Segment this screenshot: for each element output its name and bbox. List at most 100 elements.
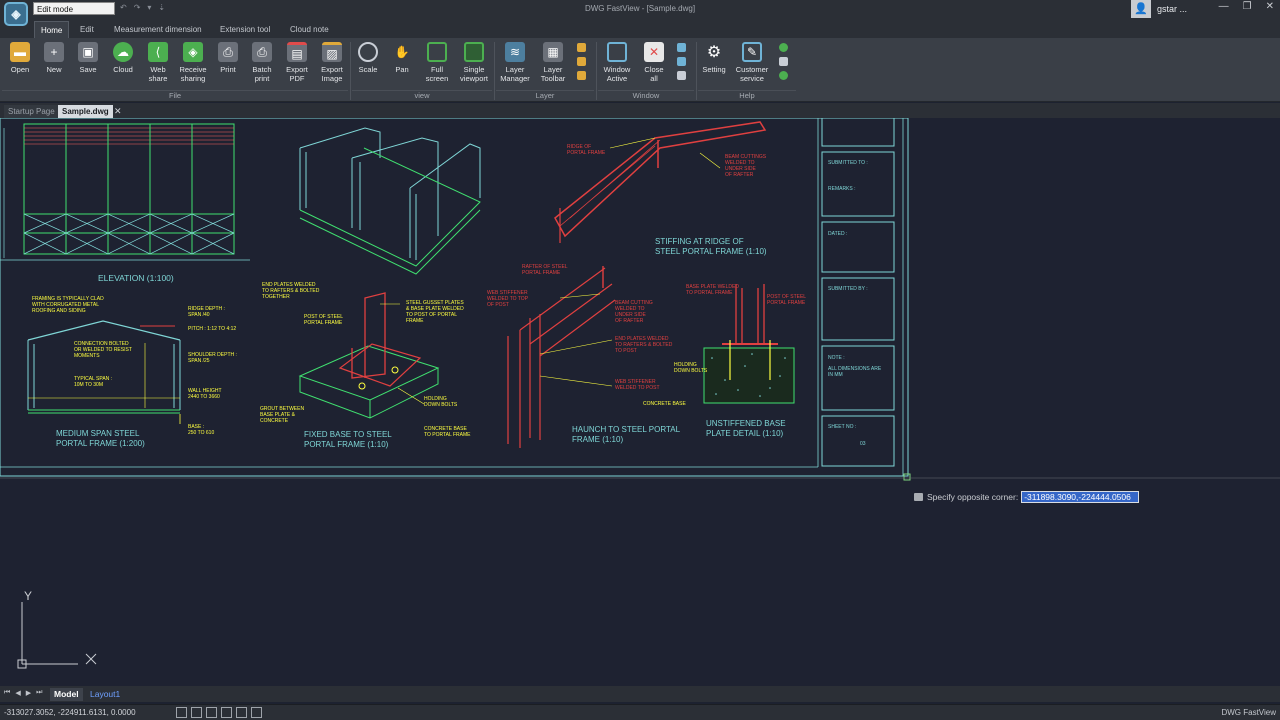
save-button[interactable]: ▣Save <box>70 42 106 74</box>
window-controls: — ❐ ✕ <box>1219 1 1274 12</box>
dropdown-arrow-icon[interactable]: ▾ <box>147 3 152 12</box>
command-icon <box>914 492 923 501</box>
tab-home[interactable]: Home <box>34 21 70 38</box>
tile-vertical-icon[interactable] <box>677 43 686 52</box>
setting-button[interactable]: ⚙Setting <box>702 44 726 74</box>
cloud-button[interactable]: ☁Cloud <box>105 42 141 74</box>
title-block <box>821 118 895 467</box>
layer-freeze-icon[interactable] <box>577 57 586 66</box>
coordinate-input[interactable]: -311898.3090,-224444.0506 <box>1021 490 1140 503</box>
window-active-button[interactable]: Window Active <box>599 42 635 83</box>
prev-layout-icon[interactable]: ◀ <box>15 690 21 697</box>
tab-edit[interactable]: Edit <box>80 25 94 34</box>
group-divider <box>352 90 492 91</box>
folder-open-icon: ▬ <box>10 42 30 62</box>
open-button[interactable]: ▬Open <box>2 42 38 74</box>
avatar-icon[interactable]: 👤 <box>1131 0 1151 18</box>
tab-measurement-dimension[interactable]: Measurement dimension <box>114 25 202 34</box>
pan-button[interactable]: ✋Pan <box>384 42 420 74</box>
grid-help-icon[interactable] <box>779 57 788 66</box>
close-tab-icon[interactable]: ✕ <box>114 106 122 116</box>
user-name[interactable]: gstar ... <box>1157 4 1188 14</box>
cascade-icon[interactable] <box>677 71 686 80</box>
close-all-icon: ✕ <box>644 42 664 62</box>
ribbon-separator <box>494 42 495 100</box>
next-layout-icon[interactable]: ▶ <box>25 690 32 697</box>
unstiffened-base-drawing <box>703 284 795 404</box>
restore-icon[interactable]: ❐ <box>1242 1 1252 12</box>
single-viewport-button[interactable]: Single viewport <box>456 42 492 83</box>
fullscreen-toggle-icon[interactable] <box>251 707 262 718</box>
last-layout-icon[interactable]: ⏭ <box>36 689 43 696</box>
cursor-coordinates: -313027.3052, -224911.6131, 0.0000 <box>4 708 136 717</box>
info-icon[interactable] <box>779 71 788 80</box>
menu-bar: Home Edit Measurement dimension Extensio… <box>0 18 1280 38</box>
new-button[interactable]: +New <box>36 42 72 74</box>
cloud-icon: ☁ <box>113 42 133 62</box>
base-note: BASE :250 TO 610 <box>188 424 214 436</box>
batch-print-button[interactable]: ⎙Batch print <box>244 42 280 83</box>
close-icon[interactable]: ✕ <box>1265 1 1274 12</box>
sheet-value: 03 <box>860 441 866 447</box>
cad-drawing: ELEVATION (1:100) RIDG <box>0 118 1280 669</box>
customer-service-icon: ✎ <box>742 42 762 62</box>
minimize-icon[interactable]: — <box>1218 1 1229 12</box>
mode-dropdown[interactable]: Edit mode <box>33 2 115 15</box>
snap-toggle-icon[interactable] <box>191 707 202 718</box>
grid-toggle-icon[interactable] <box>176 707 187 718</box>
layers-icon: ≋ <box>505 42 525 62</box>
full-screen-button[interactable]: Full screen <box>419 42 455 83</box>
tab-cloud-note[interactable]: Cloud note <box>290 25 329 34</box>
group-divider <box>2 90 348 91</box>
print-button[interactable]: ⎙Print <box>210 42 246 74</box>
ortho-toggle-icon[interactable] <box>206 707 217 718</box>
tab-extension-tool[interactable]: Extension tool <box>220 25 271 34</box>
layer-state-icon[interactable] <box>577 43 586 52</box>
document-tabs: Startup Page Sample.dwg ✕ <box>0 103 1280 118</box>
web-share-button[interactable]: ⟨Web share <box>140 42 176 83</box>
app-logo-icon[interactable]: ◈ <box>4 2 28 26</box>
new-file-icon: + <box>44 42 64 62</box>
portal-frame-3d <box>299 127 481 275</box>
export-pdf-button[interactable]: ▤Export PDF <box>279 42 315 83</box>
close-all-button[interactable]: ✕Close all <box>636 42 672 83</box>
drawing-canvas[interactable]: ELEVATION (1:100) RIDG <box>0 118 1280 686</box>
customer-service-button[interactable]: ✎Customer service <box>734 42 770 83</box>
layer-lock-icon[interactable] <box>577 71 586 80</box>
user-area[interactable]: 👤 gstar ... <box>1131 0 1187 18</box>
receive-sharing-button[interactable]: ◈Receive sharing <box>175 42 211 83</box>
batch-print-icon: ⎙ <box>252 42 272 62</box>
tab-model[interactable]: Model <box>50 688 83 701</box>
tab-startup-page[interactable]: Startup Page <box>4 105 59 118</box>
tile-horizontal-icon[interactable] <box>677 57 686 66</box>
scale-button[interactable]: Scale <box>350 42 386 74</box>
osnap-toggle-icon[interactable] <box>221 707 232 718</box>
elevation-label: ELEVATION (1:100) <box>98 273 174 283</box>
search-help-icon[interactable] <box>779 43 788 52</box>
elevation-drawing <box>0 123 250 261</box>
redo-icon[interactable]: ↷ <box>133 3 141 12</box>
window-active-icon <box>607 42 627 62</box>
window-title: DWG FastView - [Sample.dwg] <box>584 4 696 13</box>
ribbon-separator <box>350 42 351 100</box>
undo-icon[interactable]: ↶ <box>120 3 127 12</box>
layer-toolbar-button[interactable]: ▦Layer Toolbar <box>535 42 571 83</box>
tab-sample-dwg[interactable]: Sample.dwg <box>58 105 113 118</box>
layer-manager-button[interactable]: ≋Layer Manager <box>497 42 533 83</box>
customize-icon[interactable]: ⇣ <box>158 3 166 12</box>
polar-toggle-icon[interactable] <box>236 707 247 718</box>
grip-square <box>903 473 911 481</box>
export-image-button[interactable]: ▨Export Image <box>314 42 350 83</box>
tab-layout1[interactable]: Layout1 <box>90 689 121 699</box>
first-layout-icon[interactable]: ⏮ <box>4 689 11 696</box>
gear-icon: ⚙ <box>706 44 722 61</box>
group-divider <box>598 90 694 91</box>
